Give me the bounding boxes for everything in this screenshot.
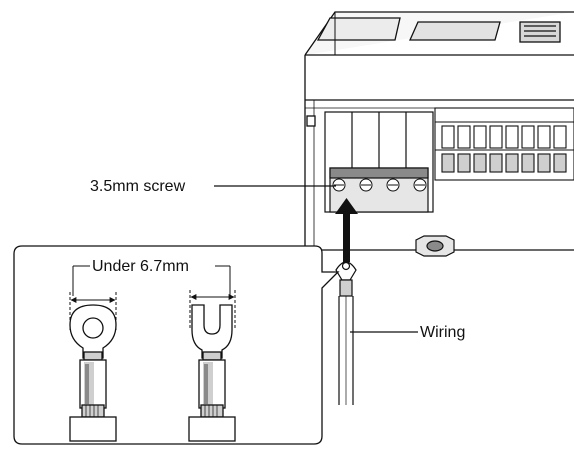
fork-terminal xyxy=(188,304,236,442)
callout-box xyxy=(13,245,340,445)
ring-terminal xyxy=(69,304,117,442)
screw-label: 3.5mm screw xyxy=(90,178,186,195)
mounting-clip xyxy=(415,235,455,257)
insertion-arrow xyxy=(335,198,358,262)
width-bracket xyxy=(72,265,231,296)
wiring-label: Wiring xyxy=(420,324,465,341)
wire-with-ring-terminal xyxy=(335,261,357,405)
right-terminal-block xyxy=(434,107,574,181)
width-label: Under 6.7mm xyxy=(92,258,189,275)
terminal-screws xyxy=(332,178,427,192)
screw-terminal-block xyxy=(324,111,434,213)
